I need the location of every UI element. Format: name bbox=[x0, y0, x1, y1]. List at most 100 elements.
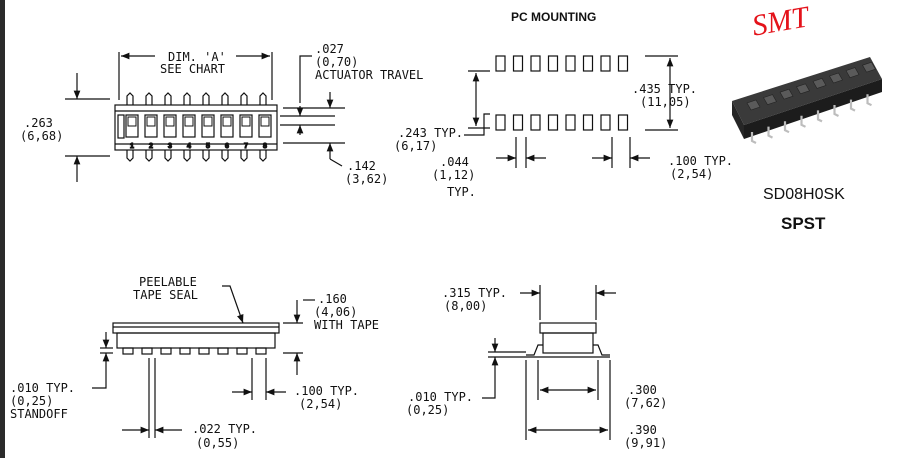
actuator-tab bbox=[126, 92, 134, 105]
switch-window bbox=[144, 114, 158, 138]
switch-type: SPST bbox=[781, 214, 826, 233]
switch-number: 2 bbox=[149, 143, 153, 150]
photo-leg bbox=[816, 110, 823, 123]
lead-pitch-mm: (2,54) bbox=[299, 397, 343, 411]
photo-actuator bbox=[812, 78, 827, 89]
switch-window bbox=[182, 114, 196, 138]
photo-leg bbox=[750, 132, 757, 144]
switch-window bbox=[258, 114, 272, 138]
photo-actuator bbox=[796, 83, 810, 95]
photo-leg bbox=[783, 121, 790, 134]
pad-dimension: .044 bbox=[440, 155, 469, 169]
tape-height: .160 bbox=[318, 292, 347, 306]
photo-actuator bbox=[829, 72, 843, 84]
side-view-body bbox=[112, 322, 280, 349]
switch-slider bbox=[127, 116, 137, 127]
pcb-pad-bottom bbox=[582, 114, 594, 131]
pad-typ: TYP. bbox=[447, 185, 476, 199]
switch-slider bbox=[203, 116, 213, 127]
actuator-tab bbox=[183, 92, 191, 105]
actuator-tab bbox=[164, 92, 172, 105]
inner-width: .300 bbox=[628, 383, 657, 397]
actuator-tab bbox=[145, 92, 153, 105]
photo-leg bbox=[833, 105, 839, 117]
switch-number: 7 bbox=[244, 143, 248, 150]
side-lead bbox=[236, 347, 248, 355]
side-lead bbox=[179, 347, 191, 355]
inner-width-mm: (7,62) bbox=[624, 396, 668, 410]
actuator-tab bbox=[259, 92, 267, 105]
tape-seal-label-2: TAPE SEAL bbox=[133, 288, 199, 302]
photo-actuator bbox=[862, 61, 876, 73]
body-width: .315 TYP. bbox=[442, 286, 508, 300]
side-lead bbox=[217, 347, 229, 355]
switch-number: 5 bbox=[206, 143, 210, 150]
pin-tab bbox=[221, 150, 229, 162]
pcb-pad-bottom bbox=[565, 114, 576, 131]
pin-tab bbox=[259, 150, 267, 162]
switch-slider bbox=[222, 116, 232, 127]
switch-slider bbox=[260, 116, 270, 127]
body-dimension: .142 bbox=[347, 159, 376, 173]
pin-tab bbox=[145, 150, 153, 162]
switch-slider bbox=[184, 116, 194, 127]
switch-number: 4 bbox=[187, 143, 191, 150]
pcb-pad-bottom bbox=[617, 114, 629, 131]
product-photo bbox=[732, 57, 882, 144]
switch-window bbox=[201, 114, 215, 138]
dim-a-note: SEE CHART bbox=[160, 62, 226, 76]
side-lead bbox=[141, 347, 153, 355]
actuator-tab bbox=[221, 92, 229, 105]
pcb-pad-top bbox=[495, 55, 506, 72]
pad-dimension-mm: (1,12) bbox=[432, 168, 476, 182]
height-dimension: .263 bbox=[24, 116, 53, 130]
standoff-dimension-mm: (0,25) bbox=[10, 394, 54, 408]
pc-mounting-heading: PC MOUNTING bbox=[511, 10, 597, 24]
lead-width-mm: (0,55) bbox=[196, 436, 240, 450]
pcb-pad-bottom bbox=[512, 114, 524, 131]
standoff-label: STANDOFF bbox=[10, 407, 68, 421]
model-number: SD08H0SK bbox=[763, 186, 845, 203]
switch-number: 1 bbox=[130, 143, 134, 150]
pin-tab bbox=[240, 150, 248, 162]
switch-number: 3 bbox=[168, 143, 172, 150]
travel-label: ACTUATOR TRAVEL bbox=[315, 68, 424, 82]
pcb-pads bbox=[495, 55, 629, 131]
photo-leg bbox=[849, 99, 856, 112]
span-dimension-mm: (11,05) bbox=[640, 95, 691, 109]
row-dimension: .243 TYP. bbox=[398, 126, 464, 140]
actuator-tab bbox=[240, 92, 248, 105]
row-dimension-mm: (6,17) bbox=[394, 139, 438, 153]
standoff-dimension: .010 TYP. bbox=[10, 381, 76, 395]
photo-leg bbox=[800, 115, 806, 128]
switch-number: 6 bbox=[225, 143, 229, 150]
pin-tab bbox=[202, 150, 210, 162]
switch-slider bbox=[146, 116, 156, 127]
dim-a-label: DIM. 'A' bbox=[168, 50, 226, 64]
pcb-pad-top bbox=[530, 55, 541, 72]
end-standoff: .010 TYP. bbox=[408, 390, 474, 404]
pcb-pad-top bbox=[565, 55, 576, 72]
pin-tab bbox=[183, 150, 191, 162]
pcb-pad-top bbox=[512, 55, 524, 72]
outer-width-mm: (9,91) bbox=[624, 436, 668, 450]
body-dimension-mm: (3,62) bbox=[345, 172, 389, 186]
pcb-pad-top bbox=[600, 55, 611, 72]
pcb-pad-bottom bbox=[547, 114, 559, 131]
travel-dimension-mm: (0,70) bbox=[315, 55, 359, 69]
photo-actuator bbox=[779, 88, 794, 100]
tape-seal-label: PEELABLE bbox=[139, 275, 197, 289]
switch-window bbox=[163, 114, 177, 138]
pin-tab bbox=[126, 150, 134, 162]
body-width-mm: (8,00) bbox=[444, 299, 488, 313]
travel-dimension: .027 bbox=[315, 42, 344, 56]
photo-leg bbox=[767, 126, 773, 139]
outer-width: .390 bbox=[628, 423, 657, 437]
pin-tab bbox=[164, 150, 172, 162]
end-view-body bbox=[526, 322, 610, 358]
pitch-dimension-mm: (2,54) bbox=[670, 167, 714, 181]
side-lead bbox=[255, 347, 267, 355]
